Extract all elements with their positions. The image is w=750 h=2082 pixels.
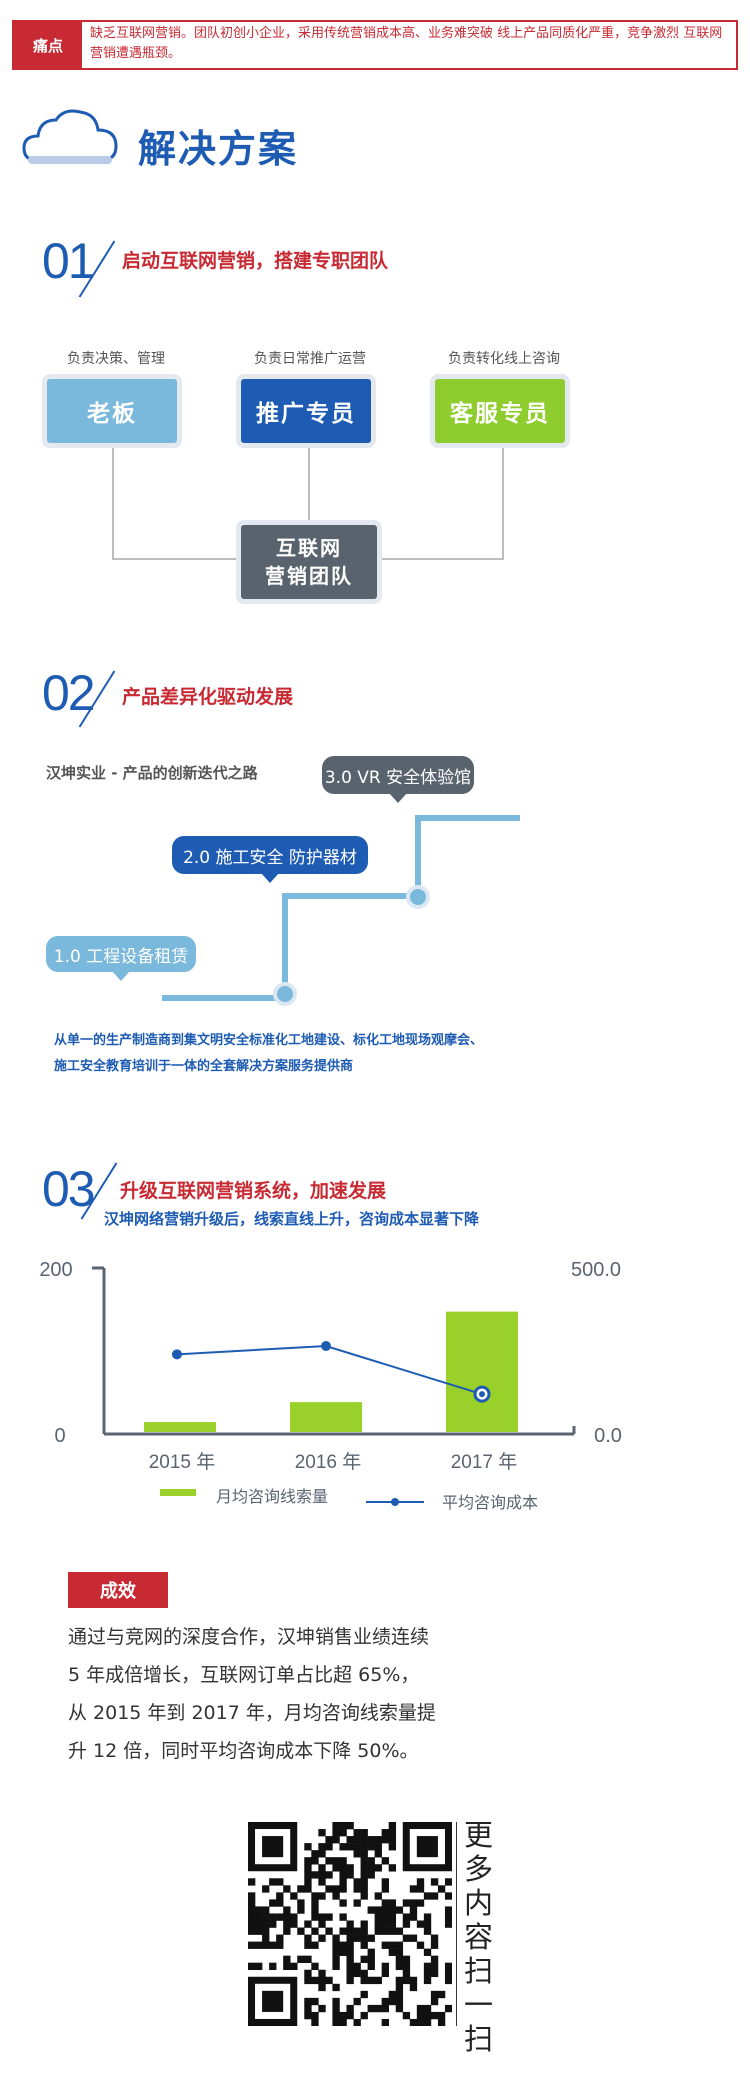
- result-tag: 成效: [68, 1572, 168, 1608]
- left-tick-label: 200: [39, 1259, 72, 1281]
- legend-bar-swatch: [160, 1489, 196, 1496]
- cloud-icon: [22, 109, 118, 164]
- legend-bar-label: 月均咨询线索量: [216, 1488, 328, 1506]
- bar: [446, 1311, 518, 1432]
- stage-dot: [406, 885, 430, 909]
- role-caption-promoter: 负责日常推广运营: [254, 351, 366, 367]
- result-line-2: 5 年成倍增长，互联网订单占比超 65%，: [68, 1664, 420, 1686]
- qr-code-icon[interactable]: [248, 1822, 452, 2026]
- team-box: 互联网 营销团队: [236, 520, 382, 604]
- x-tick-label: 2017 年: [451, 1451, 518, 1473]
- role-caption-boss: 负责决策、管理: [67, 351, 165, 367]
- x-tick-label: 2016 年: [295, 1451, 362, 1473]
- role-box-promoter: 推广专员: [236, 374, 376, 448]
- bar: [144, 1422, 216, 1432]
- result-text: 通过与竞网的深度合作，汉坤销售业绩连续 5 年成倍增长，互联网订单占比超 65%…: [68, 1618, 508, 1770]
- section2-description: 从单一的生产制造商到集文明安全标准化工地建设、标化工地现场观摩会、 施工安全教育…: [54, 1028, 483, 1080]
- page-title: 解决方案: [138, 127, 299, 171]
- result-line-4: 升 12 倍，同时平均咨询成本下降 50%。: [68, 1740, 419, 1762]
- x-tick-label: 2015 年: [149, 1451, 216, 1473]
- line-series: [176, 1345, 483, 1396]
- pain-point-tag: 痛点: [14, 22, 82, 68]
- bar: [290, 1402, 362, 1432]
- result-line-1: 通过与竞网的深度合作，汉坤销售业绩连续: [68, 1626, 430, 1648]
- section3-subtitle: 汉坤网络营销升级后，线索直线上升，咨询成本显著下降: [104, 1210, 480, 1228]
- stage-bubble-2: 2.0 施工安全 防护器材: [172, 836, 368, 883]
- section3-title: 升级互联网营销系统，加速发展: [120, 1180, 387, 1202]
- stage-dot: [273, 982, 297, 1006]
- pain-point-banner: 痛点 缺乏互联网营销。团队初创小企业，采用传统营销成本高、业务难突破 线上产品同…: [12, 20, 738, 70]
- role-box-service: 客服专员: [430, 374, 570, 448]
- left-tick-label: 0: [54, 1425, 65, 1447]
- section2-title: 产品差异化驱动发展: [122, 686, 294, 708]
- line-point: [321, 1341, 331, 1352]
- qr-label: 更多内容扫一扫: [464, 1818, 494, 2056]
- section2-desc-line2: 施工安全教育培训于一体的全套解决方案服务提供商: [54, 1059, 354, 1074]
- section2-desc-line1: 从单一的生产制造商到集文明安全标准化工地建设、标化工地现场观摩会、: [54, 1033, 484, 1048]
- connector-line: [308, 448, 310, 520]
- team-label-line2: 营销团队: [265, 564, 353, 588]
- right-tick-label: 500.0: [571, 1259, 621, 1281]
- evolution-staircase: [162, 815, 520, 1006]
- section1-title: 启动互联网营销，搭建专职团队: [122, 250, 389, 272]
- connector-line: [112, 558, 238, 560]
- legend-line-label: 平均咨询成本: [442, 1494, 538, 1512]
- connector-line: [112, 448, 114, 560]
- line-point-center: [479, 1391, 485, 1398]
- right-tick-label: 0.0: [594, 1425, 622, 1447]
- stage-bubble-3: 3.0 VR 安全体验馆: [322, 756, 474, 803]
- step-number-01: 01: [42, 233, 96, 289]
- line-point: [172, 1349, 182, 1360]
- section2-subtitle: 汉坤实业 - 产品的创新迭代之路: [46, 764, 258, 782]
- stage-bubble-1: 1.0 工程设备租赁: [46, 936, 196, 981]
- connector-line: [502, 448, 504, 560]
- pain-point-text: 缺乏互联网营销。团队初创小企业，采用传统营销成本高、业务难突破 线上产品同质化严…: [90, 26, 723, 61]
- qr-divider: [456, 1822, 457, 2026]
- connector-line: [380, 558, 504, 560]
- role-box-boss: 老板: [42, 374, 182, 448]
- team-label-line1: 互联网: [276, 536, 342, 560]
- role-caption-service: 负责转化线上咨询: [448, 351, 560, 367]
- result-line-3: 从 2015 年到 2017 年，月均咨询线索量提: [68, 1702, 436, 1724]
- legend-line-marker: [391, 1498, 399, 1506]
